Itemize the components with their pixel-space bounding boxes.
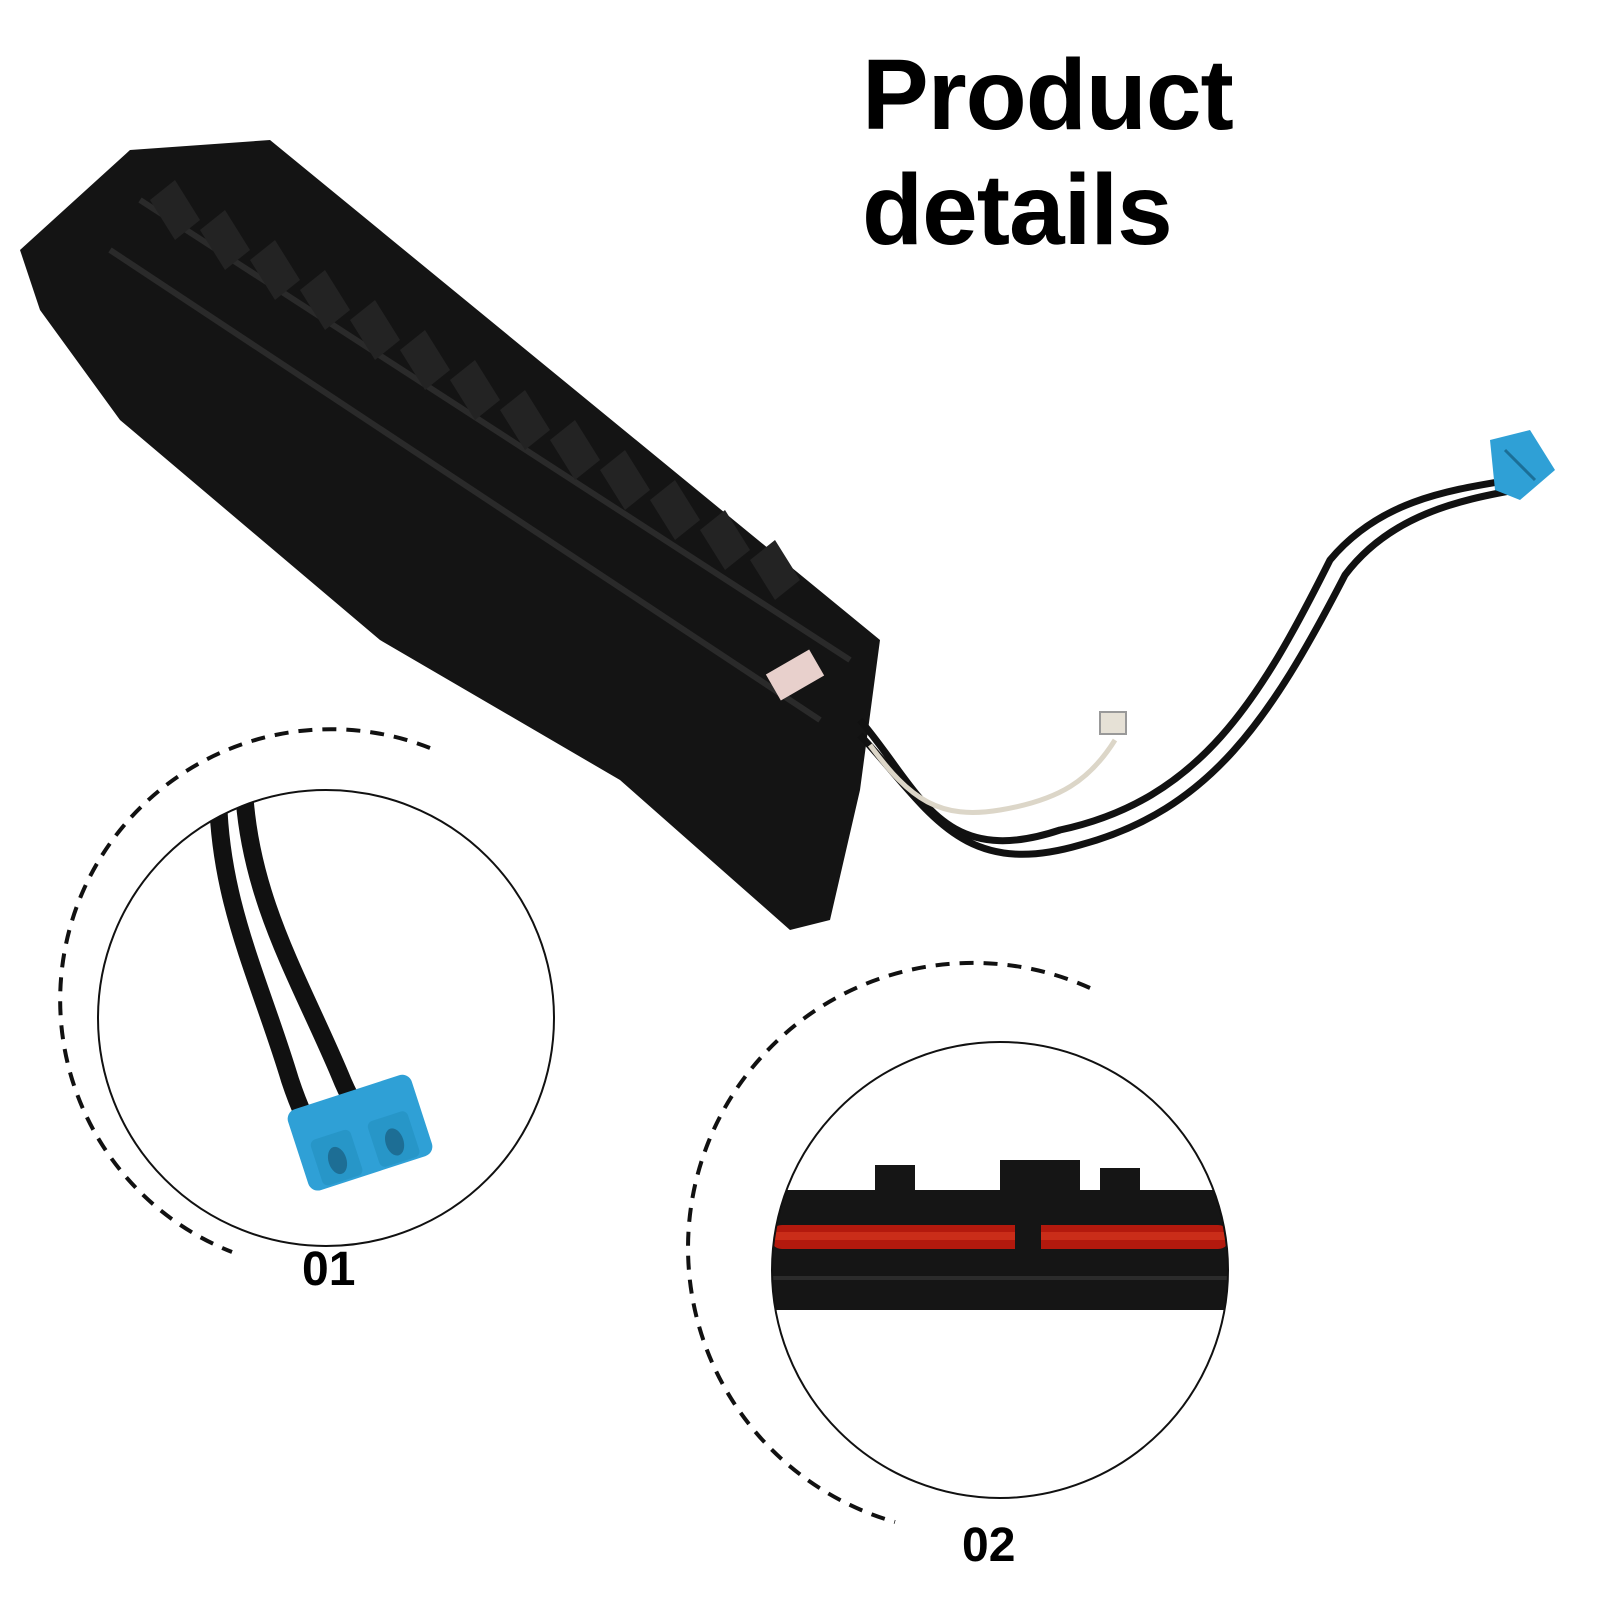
dashed-arc-01 <box>58 727 431 1254</box>
blue-connector <box>1490 430 1555 500</box>
dashed-arc-02 <box>686 960 1091 1524</box>
fuser-unit-photo <box>20 140 1555 930</box>
blue-connector-closeup <box>97 789 555 1247</box>
detail-label-01: 01 <box>302 1243 356 1296</box>
detail-label-02: 02 <box>962 1519 1016 1572</box>
fuser-roller-closeup <box>771 1041 1229 1499</box>
page-title: Product details <box>862 39 1234 266</box>
